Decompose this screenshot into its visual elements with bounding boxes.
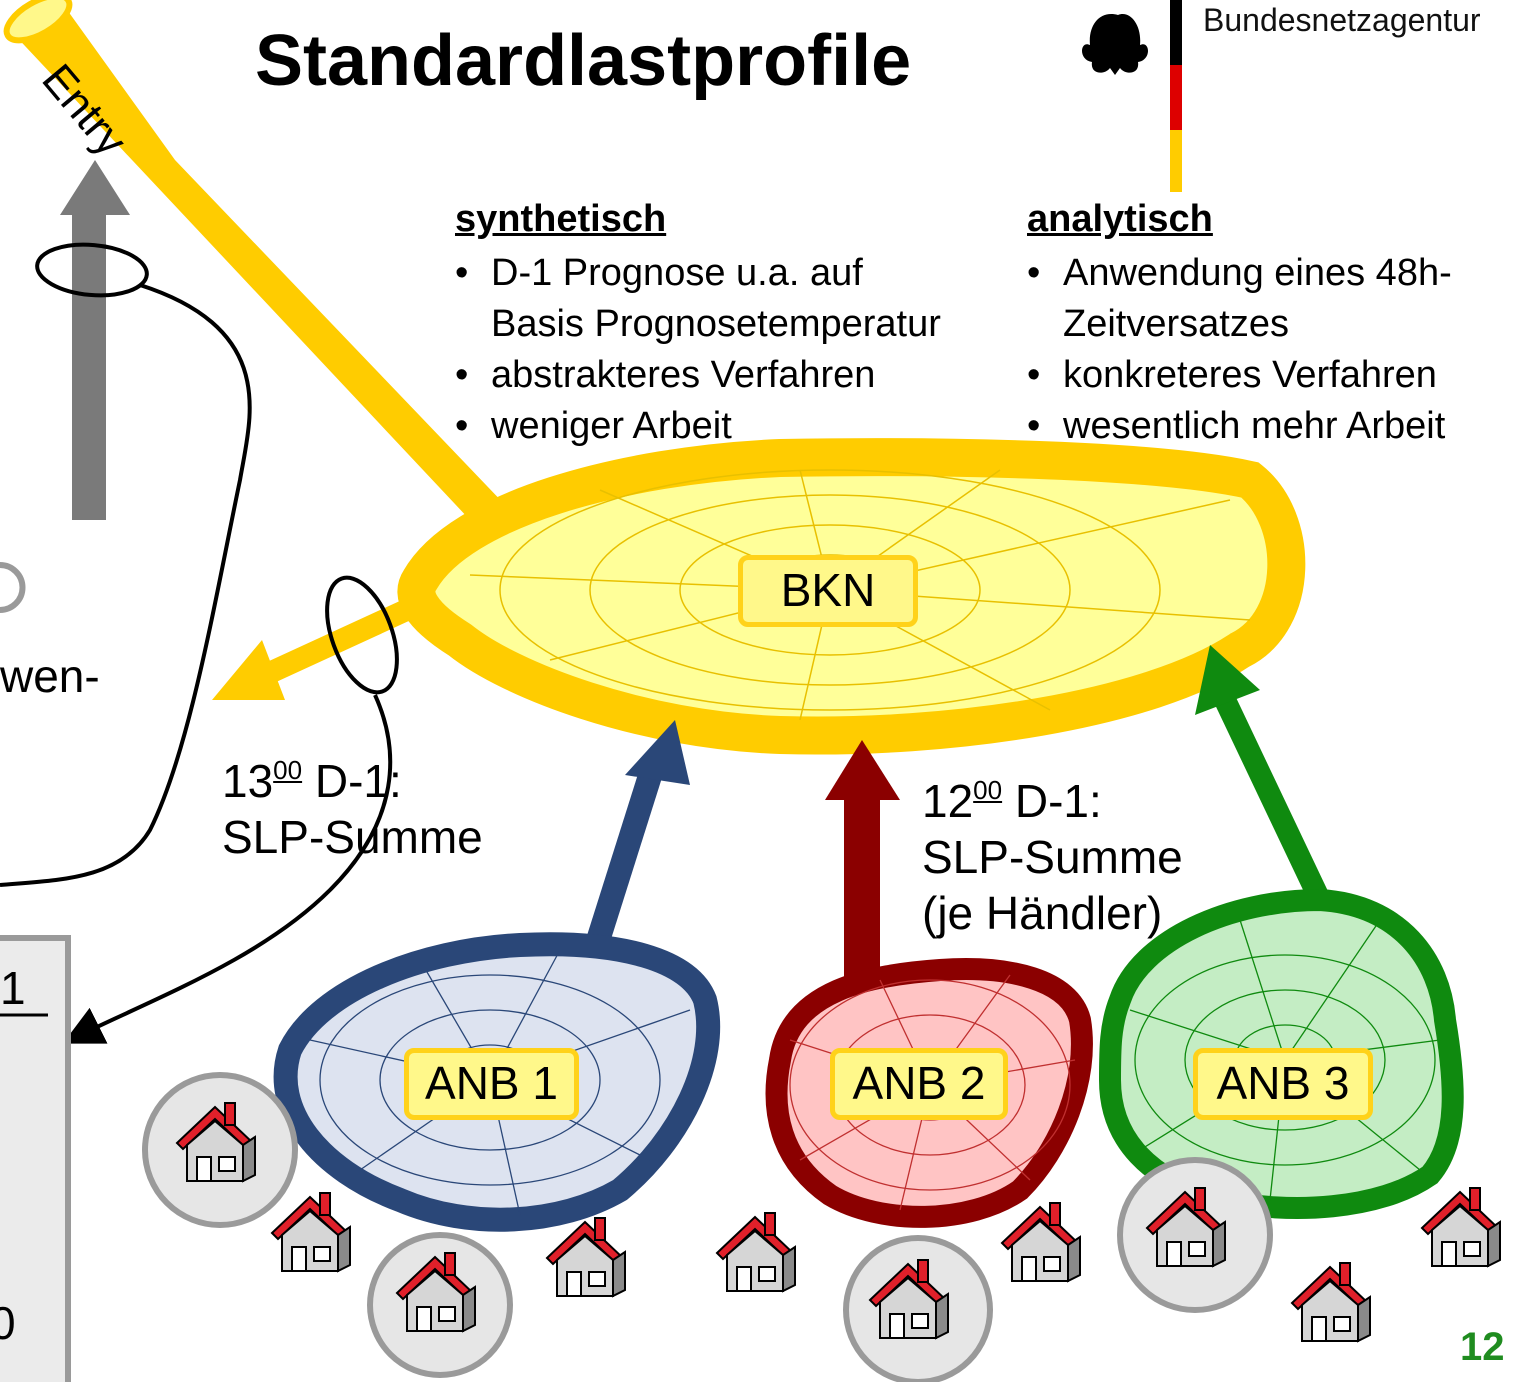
anb2-label: ANB 2 — [830, 1048, 1008, 1120]
house-icon — [271, 1192, 351, 1272]
left-box-top-char: 1 — [0, 962, 26, 1014]
left-fragment-text: wen- — [0, 650, 100, 702]
house-icon — [1421, 1187, 1501, 1267]
list-item: konkreteres Verfahren — [1027, 350, 1452, 401]
anb3-arrow — [1195, 645, 1330, 905]
anb1-arrow — [583, 720, 690, 954]
flag-bar-black — [1170, 0, 1182, 65]
entry-beam-top — [3, 0, 73, 44]
entry-beam — [10, 0, 510, 520]
list-item: Anwendung eines 48h- — [1027, 248, 1452, 299]
page-title: Standardlastprofile — [255, 21, 912, 101]
heading-analytisch: analytisch — [1027, 198, 1213, 240]
house-icon — [1001, 1202, 1081, 1282]
agency-name: Bundesnetzagentur — [1203, 2, 1481, 38]
anb1-label: ANB 1 — [404, 1048, 579, 1120]
house-icon — [716, 1212, 796, 1292]
left-circle-fragment — [0, 562, 26, 613]
flag-bar-red — [1170, 65, 1182, 130]
black-curve-loops — [0, 242, 399, 1044]
house-icon — [1291, 1262, 1371, 1342]
annotation-13-d1: 1300 D-1: SLP-Summe — [222, 755, 483, 863]
list-item: D-1 Prognose u.a. auf — [455, 248, 941, 299]
anb3-label: ANB 3 — [1193, 1048, 1373, 1120]
list-item: wesentlich mehr Arbeit — [1027, 401, 1452, 452]
left-box — [0, 935, 71, 1382]
grey-up-arrow — [60, 160, 130, 520]
anb2-arrow — [825, 740, 900, 985]
federal-eagle-icon — [1082, 14, 1148, 76]
heading-synthetisch: synthetisch — [455, 198, 667, 240]
bkn-label: BKN — [738, 555, 918, 627]
list-synthetisch: D-1 Prognose u.a. auf Basis Prognosetemp… — [455, 248, 941, 452]
list-item-continuation: Zeitversatzes — [1063, 303, 1289, 345]
list-analytisch: Anwendung eines 48h- Zeitversatzes konkr… — [1027, 248, 1452, 452]
list-item: weniger Arbeit — [455, 401, 941, 452]
list-item: abstrakteres Verfahren — [455, 350, 941, 401]
annotation-12-d1: 1200 D-1: SLP-Summe (je Händler) — [922, 775, 1183, 939]
slide-number: 12 — [1460, 1325, 1505, 1369]
flag-bar-gold — [1170, 130, 1182, 192]
house-icon — [546, 1217, 626, 1297]
left-box-bottom-char: 0 — [0, 1297, 16, 1349]
list-item-continuation: Basis Prognosetemperatur — [491, 303, 941, 345]
